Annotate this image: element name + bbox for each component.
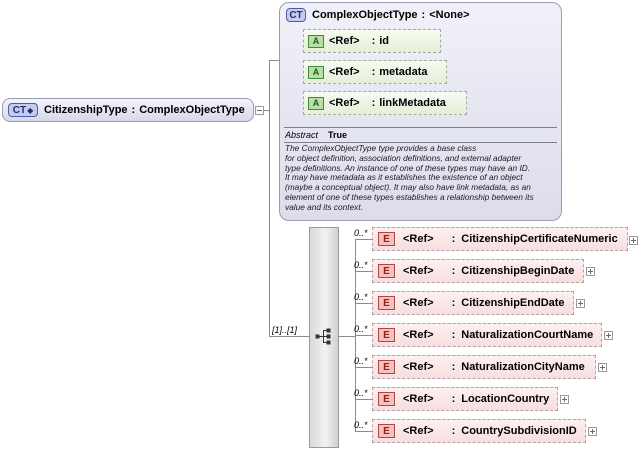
expand-icon[interactable] xyxy=(629,236,638,245)
element-name: NaturalizationCourtName xyxy=(461,329,594,341)
element-citizenship-begin-date[interactable]: E <Ref> : CitizenshipBeginDate xyxy=(372,259,584,283)
element-cardinality: 0..* xyxy=(354,356,368,366)
sequence-icon xyxy=(315,328,331,345)
element-name: LocationCountry xyxy=(461,393,550,405)
element-citizenship-end-date[interactable]: E <Ref> : CitizenshipEndDate xyxy=(372,291,574,315)
element-ref: <Ref> xyxy=(403,233,434,245)
element-country-subdivision-id[interactable]: E <Ref> : CountrySubdivisionID xyxy=(372,419,586,443)
element-ref: <Ref> xyxy=(403,361,434,373)
expand-icon[interactable] xyxy=(588,427,597,436)
element-separator: : xyxy=(451,233,456,245)
element-cardinality: 0..* xyxy=(354,292,368,302)
element-citizenship-certificate-numeric[interactable]: E <Ref> : CitizenshipCertificateNumeric xyxy=(372,227,628,251)
documentation-text: The ComplexObjectType type provides a ba… xyxy=(285,143,534,212)
attribute-separator: : xyxy=(371,97,376,109)
attribute-icon: A xyxy=(308,96,324,110)
element-name: NaturalizationCityName xyxy=(461,361,585,373)
expand-icon[interactable] xyxy=(598,363,607,372)
attribute-separator: : xyxy=(371,66,376,78)
element-separator: : xyxy=(451,425,456,437)
attribute-link-metadata[interactable]: A <Ref> : linkMetadata xyxy=(303,91,467,115)
attribute-name: metadata xyxy=(379,66,428,78)
attribute-name: linkMetadata xyxy=(379,97,446,109)
element-location-country[interactable]: E <Ref> : LocationCountry xyxy=(372,387,558,411)
element-icon: E xyxy=(378,264,395,278)
abstract-value: True xyxy=(328,130,348,140)
element-cardinality: 0..* xyxy=(354,324,368,334)
element-ref: <Ref> xyxy=(403,265,434,277)
element-cardinality: 0..* xyxy=(354,228,368,238)
divider xyxy=(284,127,557,128)
expand-icon[interactable] xyxy=(576,299,585,308)
element-separator: : xyxy=(451,393,456,405)
abstract-row: Abstract True xyxy=(285,130,347,140)
element-separator: : xyxy=(451,361,456,373)
element-separator: : xyxy=(451,297,456,309)
element-name: CitizenshipBeginDate xyxy=(461,265,575,277)
element-icon: E xyxy=(378,392,395,406)
element-icon: E xyxy=(378,296,395,310)
root-type-title: CitizenshipType:ComplexObjectType xyxy=(44,104,245,116)
attribute-ref: <Ref> xyxy=(329,66,360,78)
divider xyxy=(284,142,557,143)
element-name: CountrySubdivisionID xyxy=(461,425,577,437)
complex-type-icon: CT◆ xyxy=(8,103,38,117)
element-naturalization-court-name[interactable]: E <Ref> : NaturalizationCourtName xyxy=(372,323,602,347)
element-ref: <Ref> xyxy=(403,297,434,309)
expand-icon[interactable] xyxy=(560,395,569,404)
expand-icon[interactable] xyxy=(586,267,595,276)
attribute-id[interactable]: A <Ref> : id xyxy=(303,29,441,53)
attribute-name: id xyxy=(379,35,390,47)
complex-type-icon: CT xyxy=(286,8,306,22)
element-ref: <Ref> xyxy=(403,393,434,405)
abstract-label: Abstract xyxy=(285,130,319,140)
element-icon: E xyxy=(378,232,395,246)
attribute-ref: <Ref> xyxy=(329,35,360,47)
base-type-panel: CT ComplexObjectType:<None> A <Ref> : id… xyxy=(279,2,562,221)
collapse-toggle-icon[interactable] xyxy=(255,106,264,115)
attribute-ref: <Ref> xyxy=(329,97,360,109)
element-cardinality: 0..* xyxy=(354,420,368,430)
element-naturalization-city-name[interactable]: E <Ref> : NaturalizationCityName xyxy=(372,355,596,379)
element-icon: E xyxy=(378,328,395,342)
element-ref: <Ref> xyxy=(403,425,434,437)
base-type-title: ComplexObjectType:<None> xyxy=(312,9,470,21)
attribute-icon: A xyxy=(308,65,324,79)
element-name: CitizenshipEndDate xyxy=(461,297,565,309)
expand-icon[interactable] xyxy=(604,331,613,340)
element-cardinality: 0..* xyxy=(354,260,368,270)
attribute-metadata[interactable]: A <Ref> : metadata xyxy=(303,60,447,84)
element-separator: : xyxy=(451,265,456,277)
element-ref: <Ref> xyxy=(403,329,434,341)
element-cardinality: 0..* xyxy=(354,388,368,398)
base-type-header: CT ComplexObjectType:<None> xyxy=(286,8,470,22)
element-name: CitizenshipCertificateNumeric xyxy=(461,233,618,245)
attribute-separator: : xyxy=(371,35,376,47)
root-complex-type[interactable]: CT◆ CitizenshipType:ComplexObjectType xyxy=(2,98,254,122)
sequence-cardinality: [1]..[1] xyxy=(272,325,298,335)
element-separator: : xyxy=(451,329,456,341)
attribute-icon: A xyxy=(308,34,324,48)
element-icon: E xyxy=(378,424,395,438)
element-icon: E xyxy=(378,360,395,374)
